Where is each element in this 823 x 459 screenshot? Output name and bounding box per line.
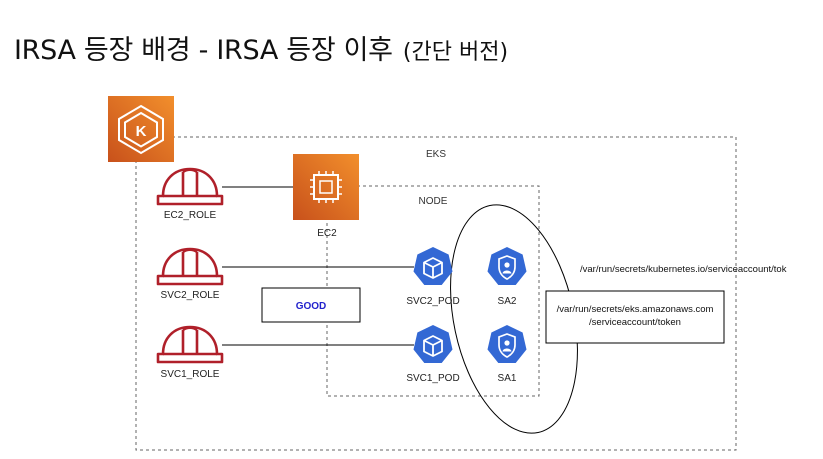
eks-token-path-box [545, 290, 725, 344]
svc1-pod-label: SVC1_POD [406, 373, 459, 384]
svc2-pod-icon [412, 246, 454, 286]
svc2-role-label: SVC2_ROLE [161, 290, 220, 301]
eks-logo-icon: K [108, 96, 174, 162]
sa1-label: SA1 [498, 373, 517, 384]
ec2-chip-icon [293, 154, 359, 220]
page-title: IRSA 등장 배경 - IRSA 등장 이후 (간단 버전) [14, 28, 508, 67]
title-sub: (간단 버전) [402, 40, 509, 65]
svc1-pod-icon [412, 324, 454, 364]
eks-cluster-boundary [135, 136, 737, 451]
ec2-role-hardhat-icon [156, 167, 224, 206]
ec2-role-label: EC2_ROLE [164, 210, 217, 221]
svc1-role-hardhat-icon [156, 325, 224, 364]
sa2-icon [486, 246, 528, 286]
svc2-pod-label: SVC2_POD [406, 296, 459, 307]
svc2-role-hardhat-icon [156, 247, 224, 286]
node-label: NODE [419, 196, 448, 207]
eks-token-path-line2: /serviceaccount/token [589, 317, 681, 328]
k8s-token-path: /var/run/secrets/kubernetes.io/serviceac… [580, 264, 787, 275]
svc1-role-label: SVC1_ROLE [161, 369, 220, 380]
sa1-icon [486, 324, 528, 364]
eks-label: EKS [426, 149, 446, 160]
eks-token-path-line1: /var/run/secrets/eks.amazonaws.com [557, 304, 714, 315]
good-label: GOOD [296, 301, 327, 312]
title-main: IRSA 등장 배경 - IRSA 등장 이후 [14, 35, 393, 66]
good-box [261, 287, 361, 323]
ec2-label: EC2 [317, 228, 337, 239]
sa2-label: SA2 [498, 296, 517, 307]
svg-text:K: K [136, 123, 147, 140]
